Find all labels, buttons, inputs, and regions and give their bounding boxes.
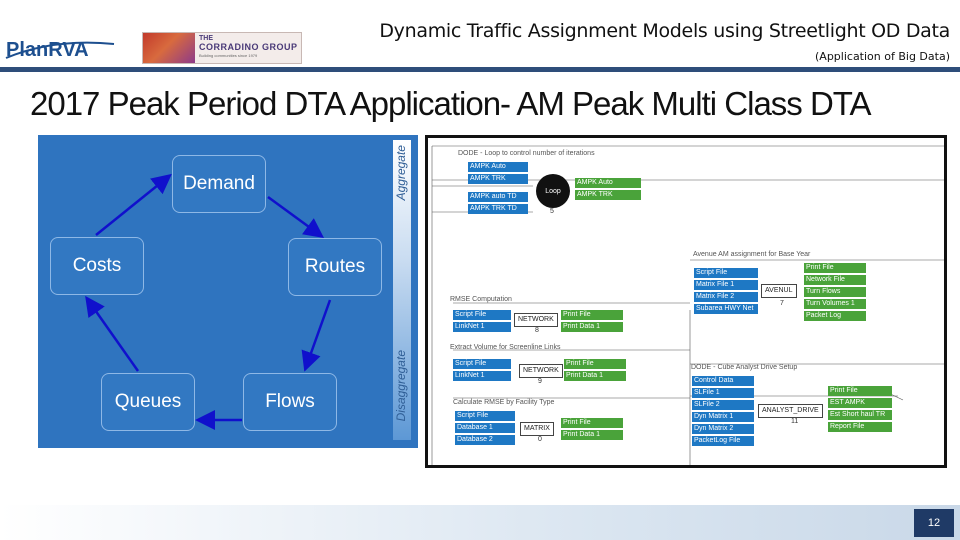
calc-group-title: Calculate RMSE by Facility Type: [453, 399, 555, 406]
node-routes: Routes: [288, 238, 382, 296]
calc-input[interactable]: Script File: [455, 411, 515, 421]
calc-input[interactable]: Database 2: [455, 435, 515, 445]
extract-input[interactable]: LinkNet 1: [453, 371, 511, 381]
extract-input[interactable]: Script File: [453, 359, 511, 369]
loop-output[interactable]: AMPK Auto: [575, 178, 641, 188]
calc-number: 0: [538, 436, 542, 443]
loop-node[interactable]: Loop: [536, 174, 570, 208]
drive-output[interactable]: Est Short haul TR: [828, 410, 892, 420]
drive-input[interactable]: Dyn Matrix 2: [692, 424, 754, 434]
node-demand: Demand: [172, 155, 266, 213]
loop-output[interactable]: AMPK TRK: [575, 190, 641, 200]
aggregation-scale: [393, 140, 411, 440]
drive-input[interactable]: PacketLog File: [692, 436, 754, 446]
corradino-logo: THE CORRADINO GROUP Building communities…: [142, 32, 302, 64]
avenue-input[interactable]: Subarea HWY Net: [694, 304, 758, 314]
calc-output[interactable]: Print File: [561, 418, 623, 428]
rmse-output[interactable]: Print Data 1: [561, 322, 623, 332]
drive-input[interactable]: SLFile 2: [692, 400, 754, 410]
arrow-demand-routes: [267, 195, 325, 238]
avenue-output[interactable]: Packet Log: [804, 311, 866, 321]
svg-text:PlanRVA: PlanRVA: [6, 39, 89, 61]
rmse-program[interactable]: NETWORK: [514, 313, 558, 327]
rmse-input[interactable]: LinkNet 1: [453, 322, 511, 332]
avenue-group-title: Avenue AM assignment for Base Year: [693, 251, 811, 258]
avenue-input[interactable]: Matrix File 1: [694, 280, 758, 290]
avenue-output[interactable]: Print File: [804, 263, 866, 273]
drive-input[interactable]: Control Data: [692, 376, 754, 386]
node-queues: Queues: [101, 373, 195, 431]
node-flows: Flows: [243, 373, 337, 431]
planrva-logo: PlanRVA: [5, 39, 115, 61]
avenue-output[interactable]: Turn Flows: [804, 287, 866, 297]
extract-output[interactable]: Print Data 1: [564, 371, 626, 381]
calc-output[interactable]: Print Data 1: [561, 430, 623, 440]
header-subtitle: (Application of Big Data): [815, 50, 950, 63]
drive-input[interactable]: SLFile 1: [692, 388, 754, 398]
loop-group-title: DODE - Loop to control number of iterati…: [458, 150, 595, 157]
footer-bar: [0, 505, 960, 540]
avenue-number: 7: [780, 300, 784, 307]
loop-number: 5: [550, 208, 554, 215]
node-costs: Costs: [50, 237, 144, 295]
drive-input[interactable]: Dyn Matrix 1: [692, 412, 754, 422]
dta-cycle-diagram: Aggregate Disaggregate Demand Routes Flo…: [38, 135, 418, 448]
extract-output[interactable]: Print File: [564, 359, 626, 369]
loop-input[interactable]: AMPK TRK: [468, 174, 528, 184]
drive-output[interactable]: Report File: [828, 422, 892, 432]
rmse-number: 8: [535, 327, 539, 334]
cube-application-screenshot: DODE - Loop to control number of iterati…: [425, 135, 947, 468]
avenue-program[interactable]: AVENUL: [761, 284, 797, 298]
rmse-input[interactable]: Script File: [453, 310, 511, 320]
rmse-output[interactable]: Print File: [561, 310, 623, 320]
arrow-costs-demand: [95, 173, 172, 236]
drive-output[interactable]: EST AMPK: [828, 398, 892, 408]
drive-output[interactable]: Print File: [828, 386, 892, 396]
drive-number: 11: [791, 418, 799, 425]
avenue-output[interactable]: Network File: [804, 275, 866, 285]
rmse-group-title: RMSE Computation: [450, 296, 512, 303]
loop-input[interactable]: AMPK auto TD: [468, 192, 528, 202]
header-title: Dynamic Traffic Assignment Models using …: [379, 20, 950, 42]
loop-input[interactable]: AMPK TRK TD: [468, 204, 528, 214]
calc-program[interactable]: MATRIX: [520, 422, 554, 436]
avenue-input[interactable]: Matrix File 2: [694, 292, 758, 302]
cycle-arrows: [85, 173, 332, 430]
extract-program[interactable]: NETWORK: [519, 364, 563, 378]
avenue-output[interactable]: Turn Volumes 1: [804, 299, 866, 309]
header-divider: [0, 67, 960, 72]
loop-input[interactable]: AMPK Auto: [468, 162, 528, 172]
avenue-input[interactable]: Script File: [694, 268, 758, 278]
calc-input[interactable]: Database 1: [455, 423, 515, 433]
page-number: 12: [914, 509, 954, 537]
arrow-routes-flows: [301, 299, 332, 372]
drive-program[interactable]: ANALYST_DRIVE: [758, 404, 823, 418]
extract-group-title: Extract Volume for Screenline Links: [450, 344, 561, 351]
slide-title: 2017 Peak Period DTA Application- AM Pea…: [30, 85, 872, 122]
drive-group-title: DODE - Cube Analyst Drive Setup: [691, 364, 798, 371]
arrow-queues-costs: [85, 295, 140, 372]
extract-number: 9: [538, 378, 542, 385]
